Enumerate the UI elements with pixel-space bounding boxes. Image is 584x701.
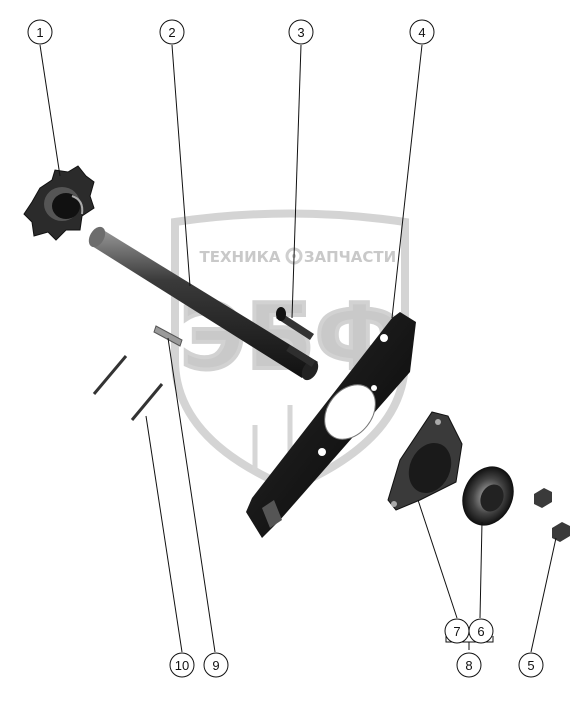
callout-8-label: 8: [465, 658, 472, 673]
callout-4: 4: [409, 19, 435, 45]
mounting-plate: [246, 312, 416, 538]
callout-6-label: 6: [477, 624, 484, 639]
watermark-right-word: ЗАПЧАСТИ: [304, 248, 396, 266]
callout-2-label: 2: [168, 25, 175, 40]
callout-9-label: 9: [212, 658, 219, 673]
callout-10: 10: [169, 652, 195, 678]
bolt: [276, 307, 314, 340]
callout-2: 2: [159, 19, 185, 45]
callout-5-label: 5: [527, 658, 534, 673]
bearing: [462, 466, 514, 526]
watermark-shield: [171, 209, 409, 493]
nuts: [534, 488, 570, 542]
callout-1: 1: [27, 19, 53, 45]
callout-9: 9: [203, 652, 229, 678]
pins: [92, 355, 164, 421]
bearing-housing: [387, 411, 463, 511]
watermark-left-word: ТЕХНИКА: [199, 248, 280, 266]
sprocket: [23, 165, 95, 241]
callout-4-label: 4: [418, 25, 425, 40]
callout-10-label: 10: [175, 658, 189, 673]
callout-7: 7: [444, 618, 470, 644]
callout-6: 6: [468, 618, 494, 644]
callout-3-label: 3: [297, 25, 304, 40]
key: [153, 325, 183, 347]
callout-8: 8: [456, 652, 482, 678]
leader-lines: [39, 44, 557, 653]
callout-5: 5: [518, 652, 544, 678]
callout-7-label: 7: [453, 624, 460, 639]
shaft: [88, 226, 319, 381]
callout-3: 3: [288, 19, 314, 45]
callout-1-label: 1: [36, 25, 43, 40]
